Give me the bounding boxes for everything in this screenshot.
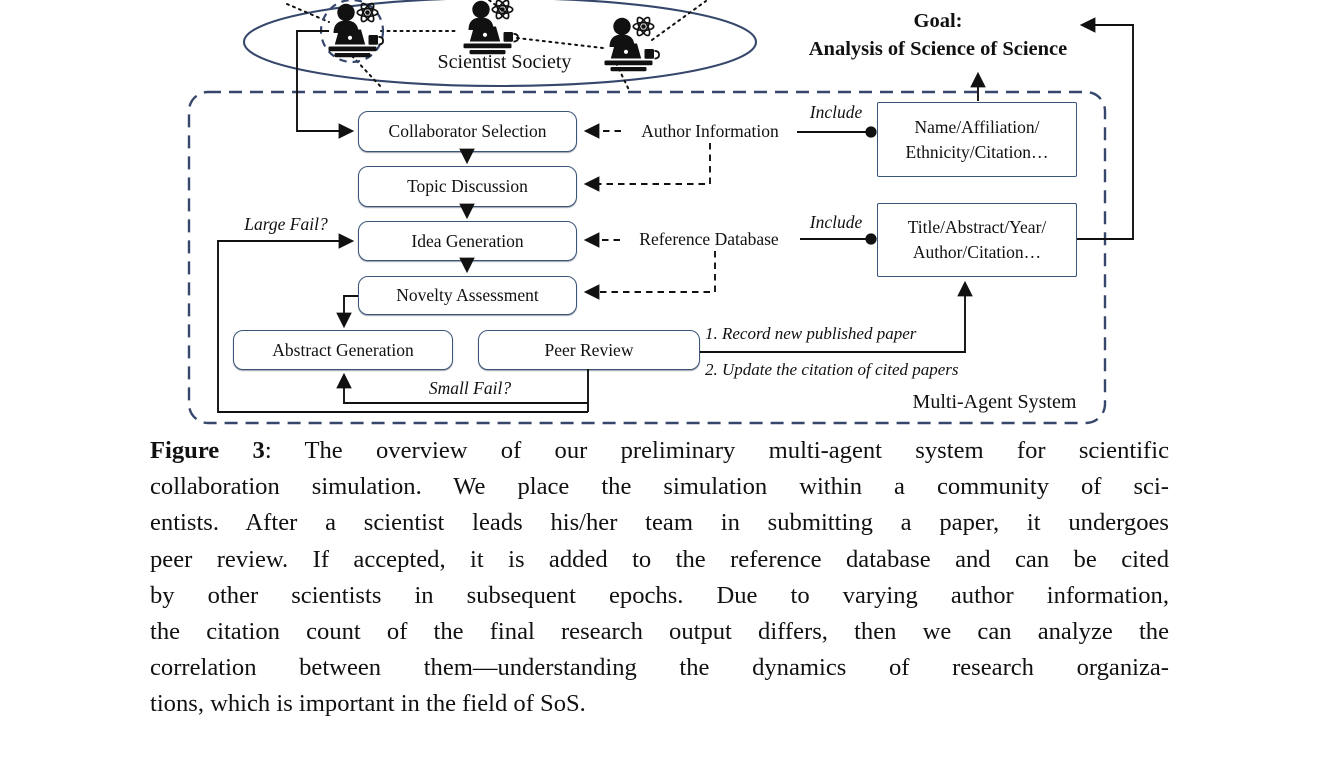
caption-line: Figure 3: The overview of our preliminar… <box>150 433 1169 469</box>
topic-discussion-label: Topic Discussion <box>407 176 528 196</box>
update-citation-note: 2. Update the citation of cited papers <box>705 360 959 379</box>
record-paper-note: 1. Record new published paper <box>705 324 917 343</box>
small-fail-label: Small Fail? <box>428 378 512 398</box>
network-dotted-edges <box>286 0 707 91</box>
caption-line1-text: : The overview of our preliminary multi-… <box>264 437 1169 464</box>
novelty-assessment-label: Novelty Assessment <box>396 285 539 305</box>
caption-line: collaboration simulation. We place the s… <box>150 473 1169 501</box>
goal-label: Goal: Analysis of Science of Science <box>778 7 1098 63</box>
caption-line: the citation count of the final research… <box>150 618 1169 646</box>
goal-line1: Goal: <box>913 10 963 32</box>
reference-db-to-novelty-arrow <box>583 251 716 300</box>
peer-review-label: Peer Review <box>544 339 634 360</box>
dashed-connectors <box>583 123 716 300</box>
author-attributes-box: Name/Affiliation/ Ethnicity/Citation… <box>877 102 1077 177</box>
scientist-icon <box>603 14 660 73</box>
paper-attributes-line2: Author/Citation… <box>912 242 1042 262</box>
caption-line: entists. After a scientist leads his/her… <box>150 509 1169 537</box>
figure-caption: Figure 3: The overview of our preliminar… <box>150 433 1169 723</box>
paper-attributes-line1: Title/Abstract/Year/ <box>907 217 1047 237</box>
collaborator-selection-box: Collaborator Selection <box>358 111 577 152</box>
dashed-selection-circle <box>319 0 385 64</box>
include-junction-dot <box>865 233 877 245</box>
caption-figure-label: Figure 3 <box>150 437 265 464</box>
collaborator-selection-label: Collaborator Selection <box>388 121 547 141</box>
author-attributes-line1: Name/Affiliation/ <box>914 116 1040 137</box>
scientist-icon <box>462 0 519 56</box>
include-label-top: Include <box>809 102 863 122</box>
abstract-generation-box: Abstract Generation <box>233 330 453 370</box>
caption-line: peer review. If accepted, it is added to… <box>150 545 1169 573</box>
caption-line: correlation between them—understanding t… <box>150 654 1169 682</box>
author-information-label: Author Information <box>641 121 779 141</box>
caption-line: tions, which is important in the field o… <box>150 690 586 718</box>
caption-line: by other scientists in subsequent epochs… <box>150 581 1169 609</box>
scientist-to-collaborator-arrow <box>296 30 355 139</box>
abstract-generation-label: Abstract Generation <box>272 339 414 360</box>
peer-review-box: Peer Review <box>478 330 700 370</box>
reference-database-label: Reference Database <box>639 229 779 249</box>
scientist-society-label: Scientist Society <box>437 51 572 73</box>
scientist-icon <box>327 0 385 59</box>
idea-generation-box: Idea Generation <box>358 221 577 261</box>
include-label-bottom: Include <box>809 212 863 232</box>
novelty-to-abstract-arrow <box>336 295 358 329</box>
large-fail-label: Large Fail? <box>244 214 328 234</box>
novelty-assessment-box: Novelty Assessment <box>358 276 577 315</box>
author-attributes-line2: Ethnicity/Citation… <box>905 141 1049 162</box>
paper-attributes-box: Title/Abstract/Year/ Author/Citation… <box>877 203 1077 277</box>
idea-generation-label: Idea Generation <box>411 230 524 251</box>
multi-agent-system-label: Multi-Agent System <box>912 391 1077 413</box>
goal-line2: Analysis of Science of Science <box>808 38 1068 60</box>
topic-discussion-box: Topic Discussion <box>358 166 577 207</box>
large-fail-loop-arrow <box>217 233 588 413</box>
author-info-to-topic-arrow <box>583 143 711 192</box>
include-junction-dot <box>865 126 877 138</box>
